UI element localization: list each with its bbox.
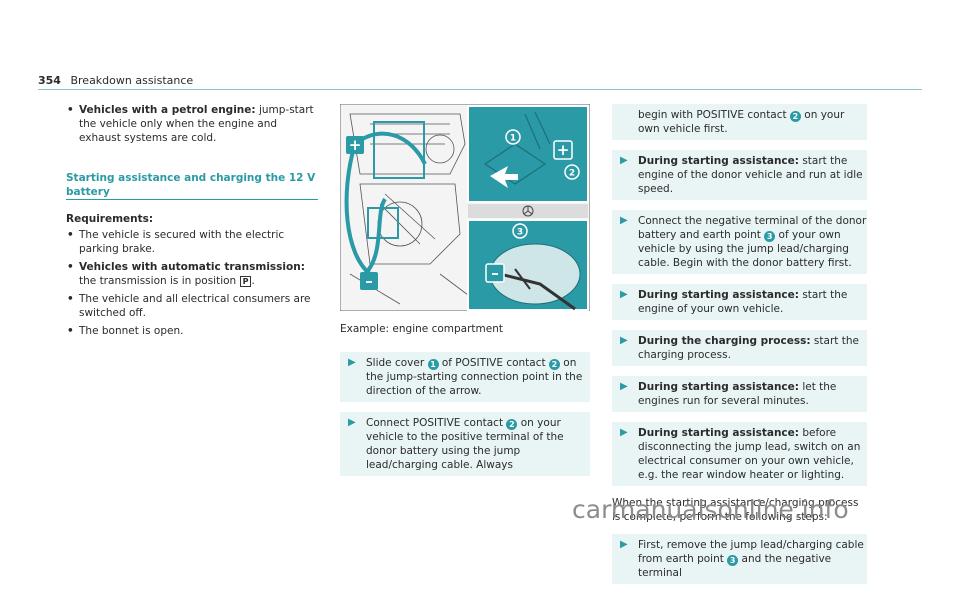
- engine-illustration: + – 1 2 + 3 –: [339, 103, 591, 312]
- step-arrow-icon: ▶: [620, 381, 628, 392]
- completion-note: When the starting assistance/charging pr…: [612, 497, 859, 523]
- step-arrow-icon: ▶: [348, 357, 356, 368]
- step-text: before disconnecting the jump lead, swit…: [638, 427, 861, 481]
- step-label: During starting assistance:: [638, 289, 799, 301]
- minus-sign: –: [491, 264, 499, 282]
- instruction-step: ▶ During starting assistance: before dis…: [612, 422, 867, 486]
- step-label: During starting assistance:: [638, 155, 799, 167]
- step-text: let the engines run for several minutes.: [638, 381, 837, 407]
- marker-2-icon: [564, 164, 580, 180]
- req-automatic-label: Vehicles with automatic transmission:: [79, 261, 305, 273]
- step-arrow-icon: ▶: [620, 539, 628, 550]
- marker-3: 3: [517, 228, 523, 238]
- step-label: During starting assistance:: [638, 381, 799, 393]
- req-item: • The vehicle and all electrical consume…: [66, 292, 318, 320]
- page-header: 354 Breakdown assistance: [38, 74, 193, 88]
- req-item: • The vehicle is secured with the electr…: [66, 228, 318, 256]
- marker-1: 1: [510, 134, 516, 144]
- instruction-step: ▶ During starting assistance: start the …: [612, 284, 867, 320]
- req-item: • Vehicles with automatic transmission: …: [66, 260, 318, 288]
- req-text: The bonnet is open.: [79, 325, 184, 337]
- minus-sign: –: [365, 272, 373, 290]
- step-text: on the jump-starting connection point in…: [366, 357, 583, 397]
- marker-3-badge: 3: [764, 231, 776, 242]
- step-text: start the engine of the donor vehicle an…: [638, 155, 863, 195]
- instruction-step: ▶ During starting assistance: let the en…: [612, 376, 867, 412]
- step-arrow-icon: ▶: [620, 215, 628, 226]
- bullet-dot: •: [67, 293, 74, 305]
- req-text: The vehicle is secured with the electric…: [79, 229, 285, 255]
- requirements-label: Requirements:: [66, 213, 154, 225]
- step-arrow-icon: ▶: [620, 335, 628, 346]
- positive-terminal-icon: [346, 136, 364, 154]
- plus-sign: +: [557, 141, 570, 159]
- marker-1-badge: 1: [427, 359, 439, 370]
- step-text: begin with POSITIVE contact: [638, 109, 790, 121]
- bullet-dot: •: [67, 104, 74, 116]
- bullet-dot: •: [67, 229, 74, 241]
- step-label: During starting assistance:: [638, 427, 799, 439]
- petrol-label: Vehicles with a petrol engine:: [79, 104, 256, 116]
- step-text: Slide cover: [366, 357, 428, 369]
- park-position-icon: P: [239, 276, 252, 287]
- instruction-step: ▶ Connect POSITIVE contact 2 on your veh…: [340, 412, 590, 476]
- marker-2: 2: [569, 169, 575, 179]
- step-arrow-icon: ▶: [348, 417, 356, 428]
- instruction-step: ▶ During starting assistance: start the …: [612, 150, 867, 200]
- instruction-step: ▶ Connect the negative terminal of the d…: [612, 210, 867, 274]
- page-number: 354: [38, 74, 61, 87]
- bullet-petrol: • Vehicles with a petrol engine: jump-st…: [66, 103, 318, 145]
- marker-2-badge: 2: [789, 111, 801, 122]
- negative-terminal-icon: [360, 272, 378, 290]
- req-end: .: [251, 275, 255, 287]
- req-text: the transmission is in position: [79, 275, 237, 287]
- figure-caption: Example: engine compartment: [340, 323, 503, 335]
- marker-2-badge: 2: [548, 359, 560, 370]
- column-left: • Vehicles with a petrol engine: jump-st…: [66, 103, 318, 342]
- step-text: Connect POSITIVE contact: [366, 417, 507, 429]
- step-text: of your own vehicle by using the jump le…: [638, 229, 852, 269]
- step-text: on your own vehicle first.: [638, 109, 845, 135]
- positive-terminal-icon: [553, 140, 573, 160]
- marker-3-icon: [512, 223, 528, 239]
- plus-sign: +: [349, 136, 362, 154]
- watermark-text: carmanualsonline.info: [572, 495, 849, 524]
- petrol-text: jump-start the vehicle only when the eng…: [79, 104, 314, 144]
- step-text: on your vehicle to the positive terminal…: [366, 417, 564, 471]
- step-text: of POSITIVE contact: [438, 357, 549, 369]
- step-text: start the engine of your own vehicle.: [638, 289, 848, 315]
- section-title[interactable]: Starting assistance and charging the 12 …: [66, 171, 318, 200]
- step-arrow-icon: ▶: [620, 427, 628, 438]
- step-label: During the charging process:: [638, 335, 811, 347]
- header-divider: [38, 89, 922, 90]
- instruction-step: ▶ First, remove the jump lead/charging c…: [612, 534, 867, 584]
- instruction-step: ▶ During the charging process: start the…: [612, 330, 867, 366]
- step-text: start the charging process.: [638, 335, 859, 361]
- bullet-dot: •: [67, 325, 74, 337]
- marker-3-badge: 3: [727, 555, 739, 566]
- marker-2-badge: 2: [506, 419, 518, 430]
- instruction-step-continued: begin with POSITIVE contact 2 on your ow…: [612, 104, 867, 140]
- bullet-dot: •: [67, 261, 74, 273]
- marker-1-icon: [505, 129, 521, 145]
- instruction-step: ▶ Slide cover 1 of POSITIVE contact 2 on…: [340, 352, 590, 402]
- section-name: Breakdown assistance: [70, 74, 194, 87]
- req-item: • The bonnet is open.: [66, 324, 318, 338]
- direction-arrow-icon: [490, 166, 518, 188]
- negative-terminal-icon: [485, 263, 505, 283]
- step-arrow-icon: ▶: [620, 289, 628, 300]
- req-text: The vehicle and all electrical consumers…: [79, 293, 311, 319]
- step-arrow-icon: ▶: [620, 155, 628, 166]
- engine-compartment-figure: + – 1 2 + 3 –: [339, 103, 591, 312]
- step-text: Connect the negative terminal of the don…: [638, 215, 867, 241]
- column-middle: Example: engine compartment ▶ Slide cove…: [340, 322, 590, 486]
